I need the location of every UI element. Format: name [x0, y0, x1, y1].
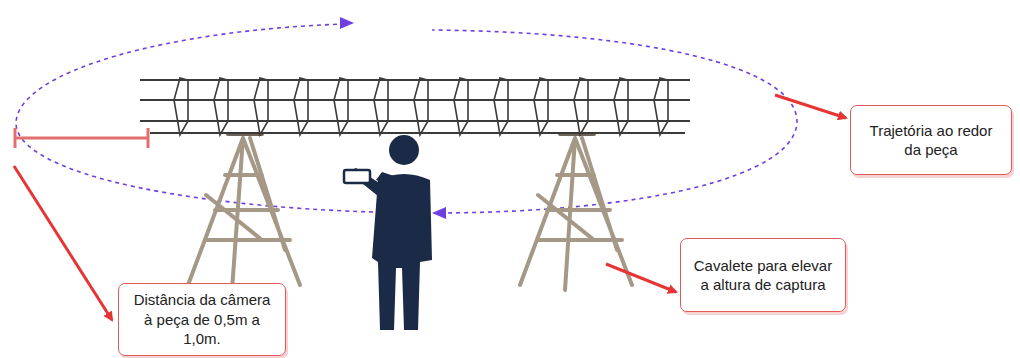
- rebar-cage: [140, 78, 690, 135]
- stirrup: [214, 78, 228, 135]
- stirrup: [614, 78, 628, 135]
- callout-text: Distância da câmera à peça de 0,5m a 1,0…: [129, 290, 275, 349]
- stirrup: [494, 78, 508, 135]
- stirrup: [334, 78, 348, 135]
- distance-bracket: [15, 128, 148, 148]
- trajectory-arrow: [432, 207, 446, 219]
- leader-arrow: [14, 166, 112, 320]
- stirrup: [534, 78, 548, 135]
- trajectory-arrow: [340, 17, 354, 29]
- stirrup: [454, 78, 468, 135]
- stirrup: [254, 78, 268, 135]
- stirrup: [294, 78, 308, 135]
- person: [344, 135, 432, 330]
- stirrup: [174, 78, 188, 135]
- stirrup: [374, 78, 388, 135]
- callout-text: Cavalete para elevar a altura de captura: [691, 256, 835, 295]
- leader-arrow: [775, 95, 846, 118]
- callout-box: Cavalete para elevar a altura de captura: [680, 238, 846, 312]
- callout-box: Distância da câmera à peça de 0,5m a 1,0…: [118, 283, 286, 356]
- stirrup: [574, 78, 588, 135]
- callout-text: Trajetória ao redor da peça: [861, 121, 1001, 160]
- callout-box: Trajetória ao redor da peça: [850, 105, 1012, 175]
- stirrup: [654, 78, 668, 135]
- leader-arrow: [606, 264, 676, 292]
- trajectory-path: [16, 24, 797, 213]
- trestle: [188, 134, 300, 290]
- stirrup: [414, 78, 428, 135]
